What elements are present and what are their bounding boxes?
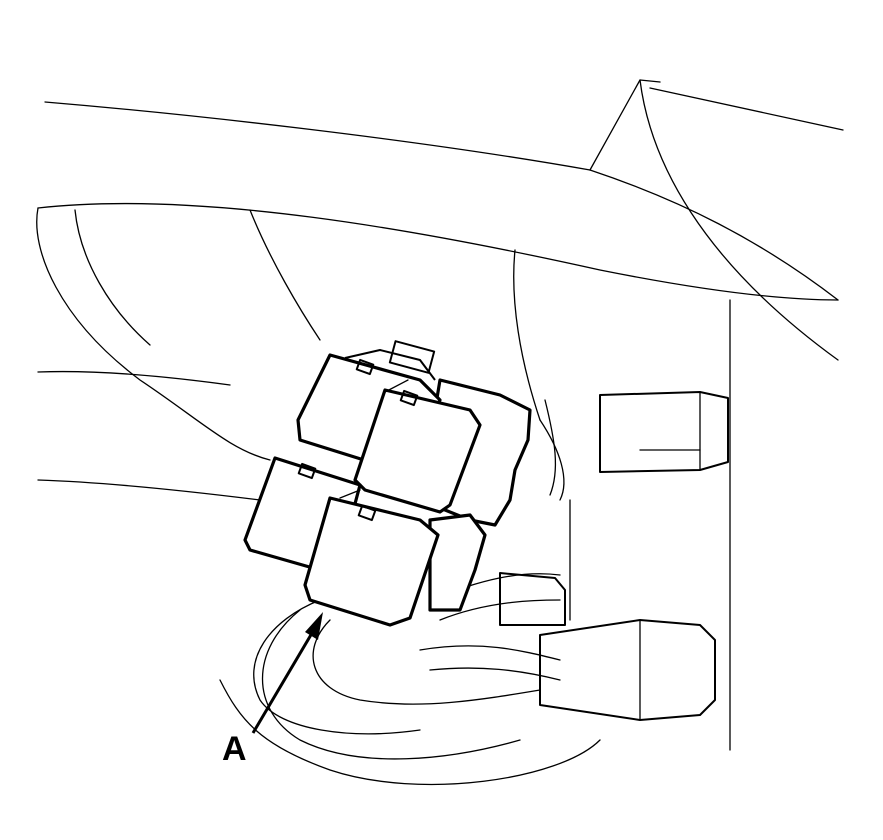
connector-small [499,572,566,626]
callout-arrow-a [251,612,323,734]
dashboard-outline [36,79,844,751]
relay-block [243,340,532,627]
connector-right-lower [539,619,716,721]
callout-label-a: A [222,730,247,768]
wire-harness [219,399,601,786]
connector-right-upper [599,391,729,473]
